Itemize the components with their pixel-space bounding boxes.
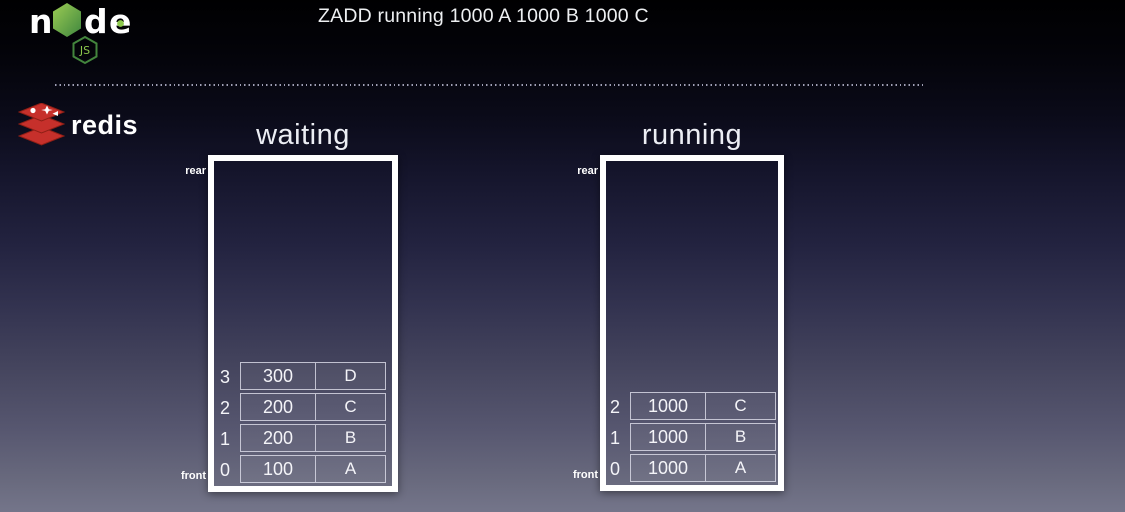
front-label: front <box>180 470 206 482</box>
front-label: front <box>572 469 598 481</box>
member-cell: D <box>314 363 385 389</box>
row-index: 1 <box>609 428 620 448</box>
node-letter-n: n <box>29 2 53 41</box>
table-row: 0 100 A <box>220 455 386 483</box>
score-cell: 1000 <box>647 458 688 478</box>
table-row: 1 200 B <box>220 424 386 452</box>
redis-icon <box>18 103 65 146</box>
node-e-dot-icon <box>117 20 124 27</box>
member-cell: A <box>314 456 385 482</box>
queue-title: running <box>641 119 743 151</box>
nodejs-logo-icon: n d e JS <box>29 2 131 65</box>
redis-logo: redis <box>18 103 138 147</box>
table-row: 1 1000 B <box>610 423 776 451</box>
row-index: 2 <box>609 397 620 417</box>
row-index: 1 <box>219 429 230 449</box>
row-index: 0 <box>609 459 620 479</box>
score-cell: 1000 <box>647 396 688 416</box>
member-cell: B <box>704 424 775 450</box>
table-row: 3 300 D <box>220 362 386 390</box>
dotted-divider <box>55 84 926 86</box>
score-cell: 300 <box>262 366 293 386</box>
member-cell: C <box>314 394 385 420</box>
slide-title: ZADD running 1000 A 1000 B 1000 C <box>318 5 649 27</box>
score-cell: 100 <box>262 459 293 479</box>
row-index: 3 <box>219 367 230 387</box>
score-cell: 1000 <box>647 427 688 447</box>
rear-label: rear <box>185 165 206 177</box>
member-cell: C <box>704 393 775 419</box>
nodejs-logo: n d e JS <box>28 2 148 66</box>
node-letter-d: d <box>84 2 108 41</box>
member-cell: A <box>704 455 775 481</box>
js-badge-hexagon-icon <box>72 35 98 65</box>
table-row: 2 1000 C <box>610 392 776 420</box>
table-row: 2 200 C <box>220 393 386 421</box>
node-hexagon-icon <box>53 3 81 37</box>
row-index: 2 <box>219 398 230 418</box>
table-row: 0 1000 A <box>610 454 776 482</box>
score-cell: 200 <box>262 397 293 417</box>
js-badge-label: JS <box>79 44 90 57</box>
redis-wordmark: redis <box>71 110 139 140</box>
score-cell: 200 <box>262 428 293 448</box>
rear-label: rear <box>577 165 598 177</box>
queue-title: waiting <box>256 119 350 151</box>
member-cell: B <box>314 425 385 451</box>
row-index: 0 <box>219 460 230 480</box>
